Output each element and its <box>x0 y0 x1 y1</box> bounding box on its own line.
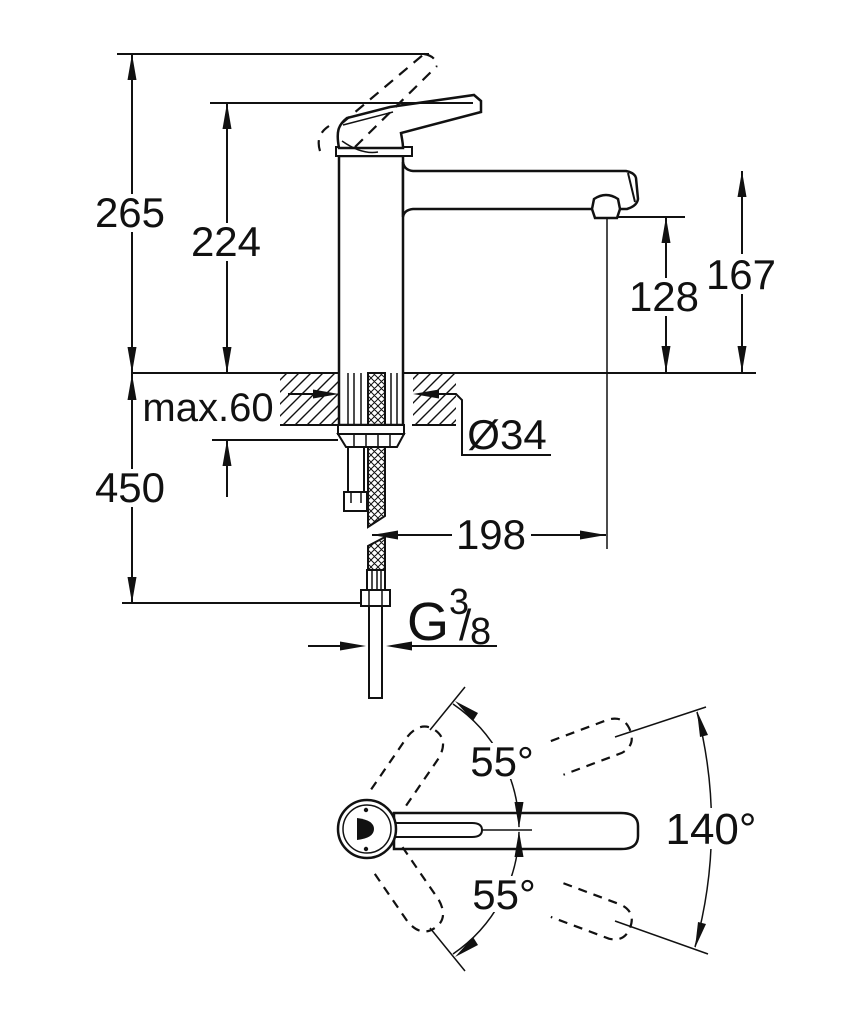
connection-tube <box>368 605 383 699</box>
thread-denominator: 8 <box>470 611 491 653</box>
swivel-position-lower-right <box>550 882 633 941</box>
supply-hose <box>360 535 391 699</box>
hole-dia-leader <box>436 393 551 456</box>
base-inner-ring <box>342 804 392 854</box>
dim-label-outlet-height: 128 <box>629 273 699 320</box>
side-view: 265 224 167 128 max.60 450 Ø34 198 G 3 /… <box>95 52 780 699</box>
mounting-washer <box>337 424 405 435</box>
thread-numerator: 3 <box>449 581 469 622</box>
swivel-position-upper-left <box>370 725 445 812</box>
thread-slash: / <box>459 601 472 650</box>
thread-size-label: G 3 / 8 <box>407 581 491 653</box>
dimension-labels: 265 224 167 128 max.60 450 Ø34 198 G 3 /… <box>95 189 780 653</box>
extension-line-upper-140 <box>614 706 707 738</box>
dim-label-overall-height: 265 <box>95 189 165 236</box>
mounting-bracket <box>343 491 368 512</box>
swivel-angle-lower-label: 55° <box>472 871 536 918</box>
countertop-section <box>131 372 756 426</box>
countertop-hatch-left <box>280 374 339 425</box>
faucet-lever <box>336 93 483 154</box>
hose-connector <box>366 569 386 591</box>
screw-dot-bottom <box>363 846 369 852</box>
dim-label-height-to-lever: 224 <box>191 218 261 265</box>
hose-nut <box>360 589 391 607</box>
dim-label-hole-diameter: Ø34 <box>467 411 546 458</box>
mounting-hardware <box>336 424 406 512</box>
mounting-nut <box>336 433 406 448</box>
lever-top-view <box>393 822 484 838</box>
dim-label-spout-reach: 198 <box>456 511 526 558</box>
swivel-position-lower-left <box>370 846 445 933</box>
countertop-hatch-right <box>413 374 456 425</box>
mounting-stud <box>347 446 365 494</box>
thread-letter: G <box>407 592 449 652</box>
screw-dot-top <box>363 807 369 813</box>
shank-thread-lines <box>347 373 398 425</box>
aerator <box>590 193 622 220</box>
supply-hose-upper <box>367 372 386 529</box>
swivel-angle-upper-label: 55° <box>470 738 534 785</box>
top-view: 55° 55° 140° <box>336 686 757 972</box>
swivel-position-upper-right <box>550 717 633 776</box>
spout-tip-line <box>627 172 636 203</box>
extension-line-upper-55 <box>429 686 466 731</box>
supply-hose-lower <box>367 535 386 571</box>
dim-label-hose-length: 450 <box>95 464 165 511</box>
cartridge-mark <box>357 818 374 840</box>
dimension-lines <box>117 53 747 651</box>
extension-line-lower-140 <box>614 920 709 955</box>
swivel-angle-total-label: 140° <box>665 805 756 854</box>
extension-line-lower-55 <box>429 927 466 972</box>
dim-label-spout-height: 167 <box>706 251 776 298</box>
dim-label-max-counter-thickness: max.60 <box>142 386 273 430</box>
faucet-spout <box>401 161 640 220</box>
